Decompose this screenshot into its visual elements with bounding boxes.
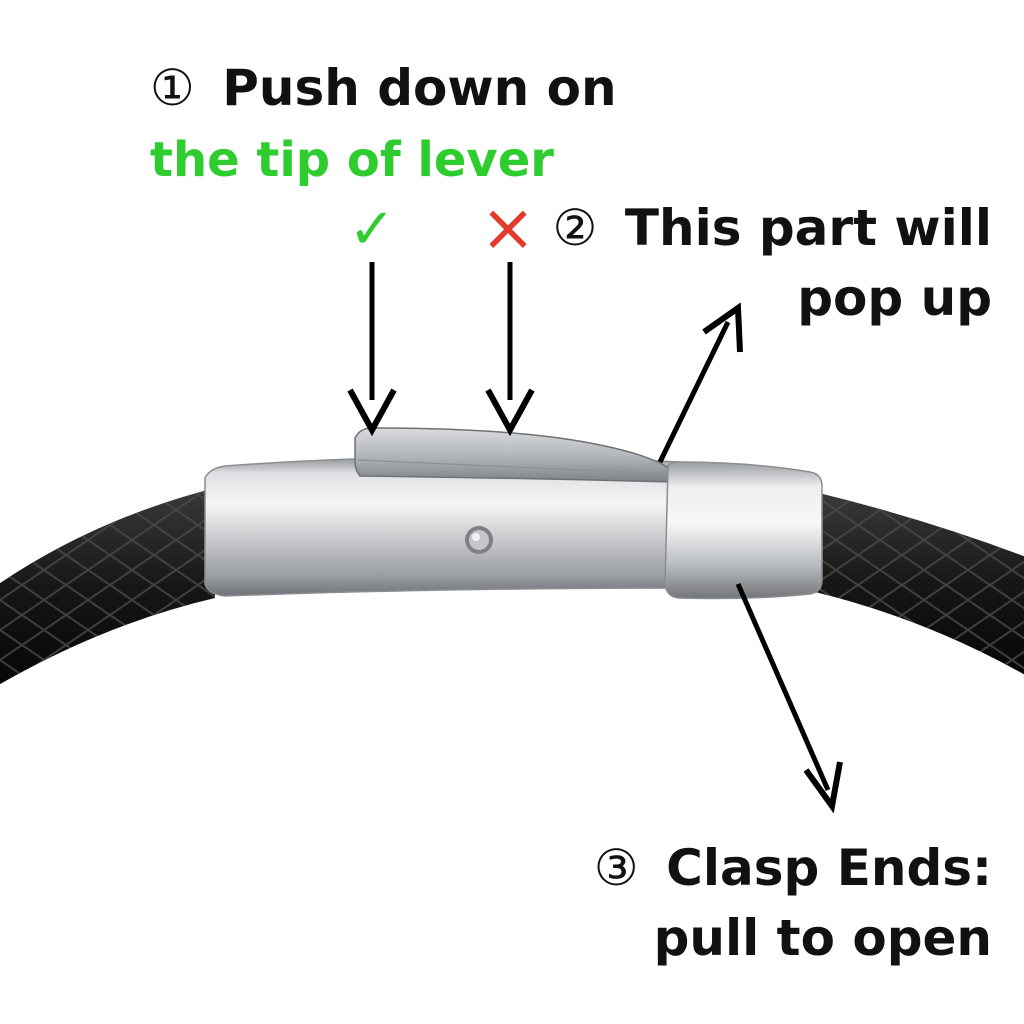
arrow-icon [347,262,397,437]
step1-label: ① Push down on the tip of lever [150,59,617,188]
step2-number: ② [553,199,598,257]
svg-text:③ Clasp Ends:: ③ Clasp Ends: [594,839,992,897]
arrow-icon [657,302,743,464]
release-button [465,526,493,554]
step3-line1: Clasp Ends: [666,839,992,897]
svg-text:② This part will: ② This part will [553,199,992,257]
step3-line2: pull to open [654,909,992,967]
check-icon: ✓ [349,197,396,262]
clasp-end-cap [664,461,823,600]
leather-cord-left [0,488,215,685]
step1-number: ① [150,59,195,117]
step3-label: ③ Clasp Ends: pull to open [594,839,992,967]
step1-line2: the tip of lever [150,132,554,188]
step1-line1: Push down on [222,59,616,117]
step2-line2: pop up [797,269,992,327]
clasp-lever [354,427,673,483]
svg-text:① Push down on: ① Push down on [150,59,617,117]
step2-label: ② This part will pop up [553,199,992,327]
arrow-icon [735,582,843,814]
step3-number: ③ [594,839,639,897]
arrow-icon [485,262,535,437]
cross-icon: × [480,189,535,266]
leather-cord-right [815,492,1024,675]
step2-line1: This part will [625,199,992,257]
